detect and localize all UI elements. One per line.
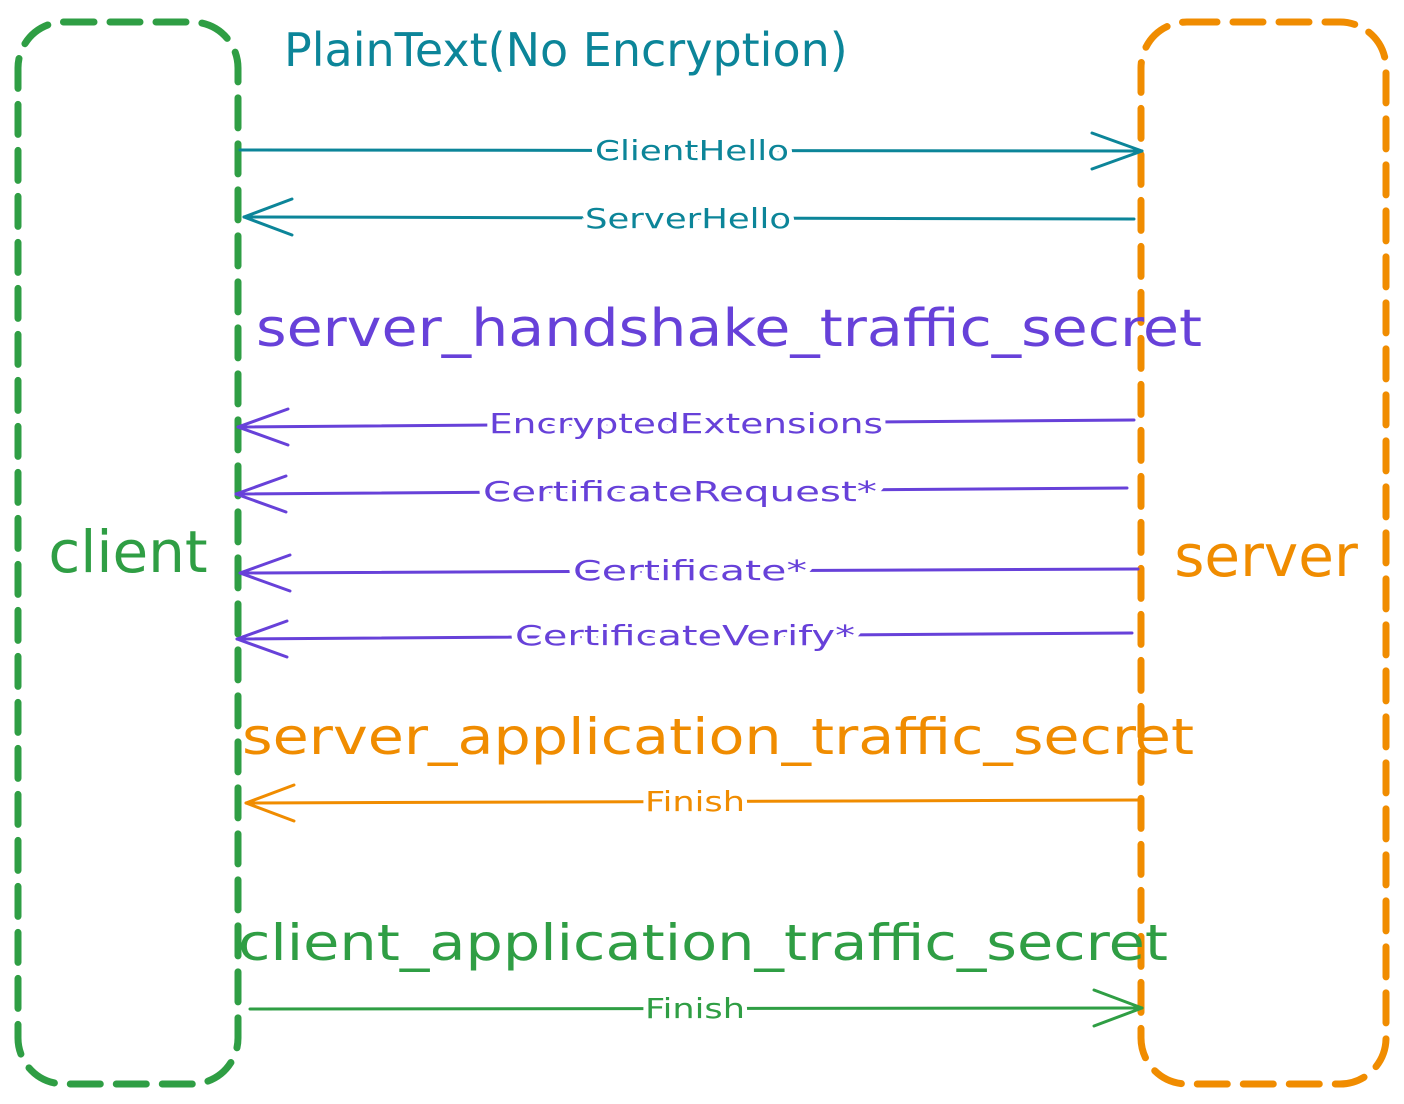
arrowhead-clienthello — [1090, 131, 1144, 171]
client-lane-label: client — [48, 518, 207, 586]
message-arrows — [234, 131, 1144, 1028]
message-line-client-finish — [248, 1006, 1144, 1011]
client-lane-box — [14, 18, 242, 1088]
server-handshake-secret-title: server_handshake_traffic_secret — [256, 299, 1202, 359]
message-line-server-finish — [244, 798, 1144, 805]
message-labels: ClientHello ServerHello EncryptedExtensi… — [479, 130, 887, 1029]
message-line-certificaterequest — [234, 486, 1129, 496]
arrowhead-client-finish — [1092, 988, 1144, 1028]
message-label-clienthello: ClientHello — [595, 134, 789, 167]
server-lane-box — [1137, 18, 1390, 1088]
message-label-certificaterequest: CertificateRequest* — [483, 475, 877, 508]
arrowhead-certificateverify — [235, 619, 289, 659]
message-line-serverhello — [242, 215, 1136, 221]
message-label-encryptedextensions: EncryptedExtensions — [489, 407, 883, 440]
message-line-certificate — [238, 567, 1140, 575]
message-label-serverhello: ServerHello — [585, 202, 791, 235]
server-application-secret-title: server_application_traffic_secret — [242, 708, 1194, 766]
arrowhead-encryptedextensions — [236, 407, 290, 447]
message-label-certificateverify: CertificateVerify* — [515, 619, 855, 652]
message-label-client-finish: Finish — [645, 992, 745, 1025]
arrowhead-certificate — [238, 553, 292, 593]
message-line-clienthello — [238, 148, 1144, 153]
message-line-certificateverify — [235, 631, 1134, 641]
server-lane-label: server — [1174, 522, 1358, 590]
arrowhead-certificaterequest — [234, 474, 288, 514]
message-label-certificate: Certificate* — [573, 554, 807, 587]
client-application-secret-title: client_application_traffic_secret — [238, 914, 1168, 972]
plaintext-section-title: PlainText(No Encryption) — [284, 23, 848, 77]
arrowhead-serverhello — [242, 197, 294, 237]
message-line-encryptedextensions — [236, 418, 1136, 429]
message-label-server-finish: Finish — [645, 785, 745, 818]
arrowhead-server-finish — [244, 783, 296, 823]
